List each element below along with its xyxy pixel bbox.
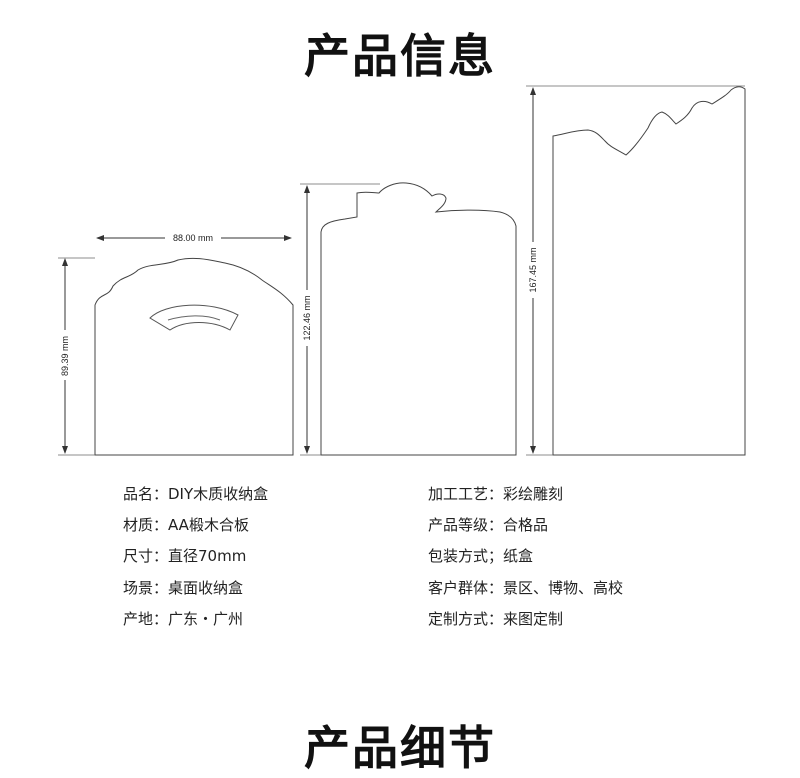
spec-customers: 客户群体：景区、博物、高校 <box>428 579 624 597</box>
spec-origin: 产地：广东・广州 <box>123 610 244 628</box>
box1-cutout <box>149 304 239 331</box>
spec-size: 尺寸：直径70mm <box>123 547 247 565</box>
spec-packaging: 包装方式；纸盒 <box>428 547 534 565</box>
box1-outline <box>94 257 294 456</box>
spec-customization: 定制方式：来图定制 <box>428 610 564 628</box>
box3-height-label: 167.45 mm <box>528 247 538 292</box>
box1-width-label: 88.00 mm <box>173 233 213 243</box>
spec-product-name: 品名：DIY木质收纳盒 <box>123 485 269 503</box>
spec-material: 材质：AA椴木合板 <box>123 516 249 534</box>
spec-grade: 产品等级：合格品 <box>428 516 549 534</box>
box2-outline <box>320 182 517 456</box>
box3-outline <box>552 86 746 456</box>
section-title-product-details: 产品细节 <box>304 721 496 775</box>
section-title-product-info: 产品信息 <box>304 29 496 83</box>
product-dimension-diagram: 88.00 mm 89.39 mm 122.46 mm 167.45 mm <box>58 85 746 456</box>
spec-scene: 场景：桌面收纳盒 <box>123 579 244 597</box>
box1-cutout-arc <box>167 315 221 321</box>
box2-height-label: 122.46 mm <box>302 295 312 340</box>
box1-height-label: 89.39 mm <box>60 336 70 376</box>
spec-process: 加工工艺：彩绘雕刻 <box>428 485 564 503</box>
